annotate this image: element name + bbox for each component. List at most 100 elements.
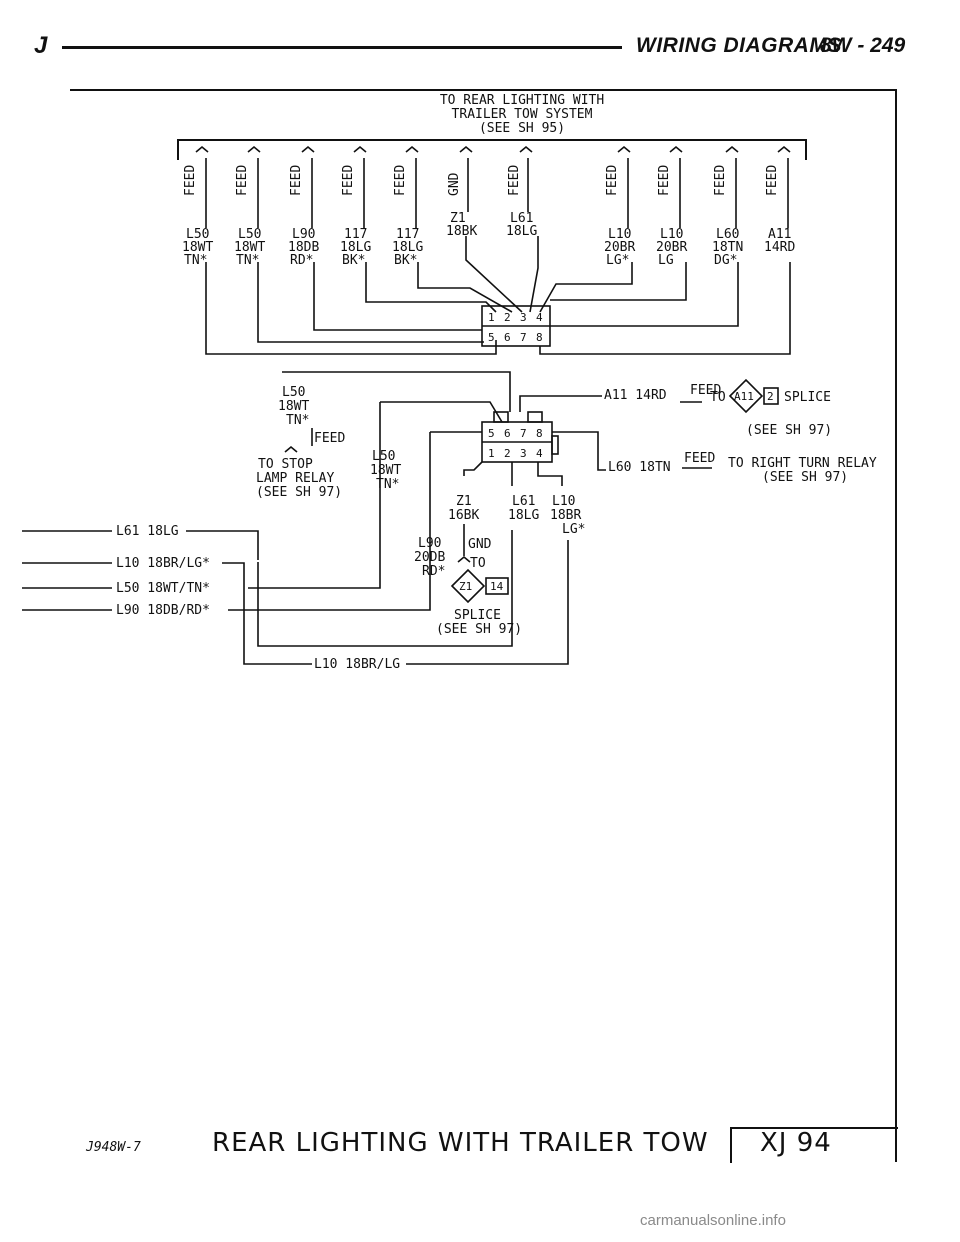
- left-wire-label: L90 18DB/RD*: [116, 603, 210, 618]
- feed-a-label: FEED: [690, 383, 721, 398]
- left-wire-tail: [186, 530, 259, 560]
- terminal-gauge: 20BR: [604, 240, 635, 255]
- wire-l50-loop: [282, 371, 511, 412]
- terminal-color: LG*: [606, 253, 629, 268]
- connector-pin: 7: [520, 427, 527, 440]
- terminal-circuit: L50: [186, 227, 209, 242]
- watermark: carmanualsonline.info: [640, 1212, 786, 1229]
- terminal-circuit: 117: [396, 227, 419, 242]
- terminal-color: TN*: [236, 253, 259, 268]
- l60-wire-label: L60 18TN: [608, 460, 671, 475]
- splice-b-box: [485, 577, 509, 595]
- terminal-label: FEED: [507, 165, 522, 196]
- right-turn-line: (SEE SH 97): [762, 470, 848, 485]
- terminal-gauge: 18LG: [392, 240, 423, 255]
- wire-l50: [205, 262, 497, 355]
- terminal-symbol: [405, 145, 419, 153]
- top-note-line: TRAILER TOW SYSTEM: [452, 107, 593, 122]
- connector-pin: 1: [488, 447, 495, 460]
- terminal-gauge: 14RD: [764, 240, 795, 255]
- splice-b-diamond: [450, 568, 486, 604]
- terminal-label: FEED: [183, 165, 198, 196]
- terminal-label: FEED: [235, 165, 250, 196]
- terminal-symbol: [669, 145, 683, 153]
- model-label: XJ 94: [760, 1128, 832, 1158]
- wire-z1-mid: [463, 461, 483, 476]
- terminal-gauge: 18WT: [182, 240, 213, 255]
- terminal-symbol: [519, 145, 533, 153]
- wire-l90: [313, 262, 482, 331]
- model-box: [730, 1127, 898, 1163]
- l50b-gauge: 18WT: [370, 463, 401, 478]
- terminal-gauge: 18TN: [712, 240, 743, 255]
- terminal-symbol: [195, 145, 209, 153]
- terminal-circuit: L10: [660, 227, 683, 242]
- wire-l61-harness: [257, 530, 513, 647]
- l90-code: L90: [418, 536, 441, 551]
- connector-pin: 3: [520, 311, 527, 324]
- wire-a11: [539, 262, 791, 355]
- top-harness-bracket: [177, 139, 807, 160]
- top-note: TO REAR LIGHTING WITH TRAILER TOW SYSTEM…: [440, 93, 604, 136]
- wire-l50-to-conn: [380, 401, 503, 423]
- splice-a-id: A11: [734, 390, 754, 403]
- l50b-color: TN*: [376, 477, 399, 492]
- terminal-gauge: 20BR: [656, 240, 687, 255]
- header-page-number: 8W - 249: [820, 34, 906, 57]
- wire-l90-harness: [228, 432, 431, 611]
- connector-pin: 2: [504, 311, 511, 324]
- connector-pin: 3: [520, 447, 527, 460]
- terminal-color: LG: [658, 253, 674, 268]
- a11-wire-label: A11 14RD: [604, 388, 667, 403]
- terminal-symbol: [301, 145, 315, 153]
- terminal-label: FEED: [657, 165, 672, 196]
- splice-a-pin: 2: [767, 390, 774, 403]
- terminal-label: FEED: [341, 165, 356, 196]
- wire-l60: [550, 262, 739, 327]
- connector-pin: 6: [504, 427, 511, 440]
- right-turn-line: TO RIGHT TURN RELAY: [728, 456, 877, 471]
- left-wire-label: L10 18BR/LG*: [116, 556, 210, 571]
- left-harness: L61 18LG L10 18BR/LG* L50 18WT/TN* L90 1…: [22, 524, 400, 672]
- splice-a-label: SPLICE: [784, 390, 831, 405]
- terminal-symbol: [247, 145, 261, 153]
- connector-pin: 8: [536, 331, 543, 344]
- bottom-wire-label: L10 18BR/LG: [314, 657, 400, 672]
- gnd-label: GND: [468, 537, 492, 552]
- terminal-label: FEED: [605, 165, 620, 196]
- terminal-symbol: [617, 145, 631, 153]
- splice-a-diamond: [728, 378, 764, 414]
- connector-pin: 5: [488, 331, 495, 344]
- terminal-circuit: L50: [238, 227, 261, 242]
- wire-l50-b: [257, 262, 484, 343]
- connector-pin: 1: [488, 311, 495, 324]
- l90-gauge: 20DB: [414, 550, 445, 565]
- to-a-label: TO: [710, 390, 726, 405]
- middle-connector-latch: [551, 435, 559, 455]
- wire-l10-b: [550, 262, 687, 301]
- terminal-color: BK*: [394, 253, 417, 268]
- terminal-color: BK*: [342, 253, 365, 268]
- splice-a-box: [763, 387, 779, 405]
- wire-l10-bottom: [406, 540, 569, 665]
- connector-pin: 8: [536, 427, 543, 440]
- diagram-title: REAR LIGHTING WITH TRAILER TOW: [212, 1128, 709, 1158]
- connector-pin: 5: [488, 427, 495, 440]
- left-wire-tail: [222, 562, 312, 665]
- header-letter: J: [34, 32, 48, 59]
- terminal-label: FEED: [289, 165, 304, 196]
- splice-b-id: Z1: [459, 580, 472, 593]
- terminal-circuit: A11: [768, 227, 791, 242]
- terminal-symbol: [459, 145, 473, 153]
- l50-color: TN*: [286, 413, 309, 428]
- l50b-code: L50: [372, 449, 395, 464]
- terminal-color: RD*: [290, 253, 313, 268]
- wire-l10: [539, 262, 633, 313]
- header-rule: [62, 46, 622, 49]
- l90-color: RD*: [422, 564, 445, 579]
- splice-b-see: (SEE SH 97): [436, 622, 522, 637]
- feed-label: FEED: [314, 431, 345, 446]
